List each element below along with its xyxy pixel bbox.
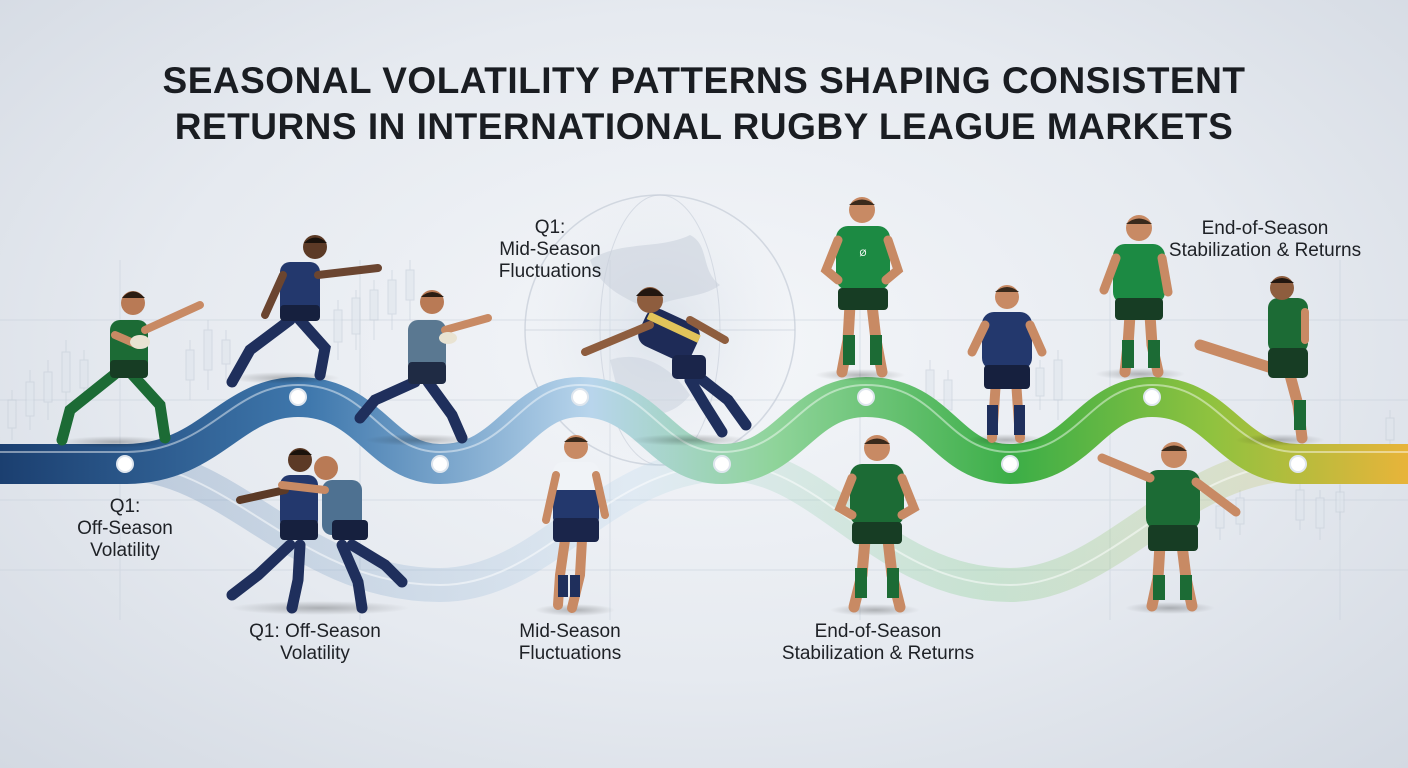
label-line: End-of-Season	[1201, 218, 1329, 239]
rugby-player-icon	[1095, 215, 1185, 380]
label-mid-season-upper: Q1: Mid-Season Fluctuations	[480, 217, 620, 283]
milestone-nodes	[116, 388, 1307, 473]
rugby-player-icon	[581, 287, 752, 446]
rugby-ball-icon	[439, 332, 457, 344]
label-line: Volatility	[280, 643, 350, 664]
label-line: Fluctuations	[498, 261, 602, 282]
node-4	[571, 388, 589, 406]
rugby-player-icon	[354, 290, 492, 446]
label-end-season-lower: End-of-Season Stabilization & Returns	[762, 621, 994, 665]
label-line: Mid-Season	[499, 239, 601, 260]
node-5	[713, 455, 731, 473]
label-end-season-upper: End-of-Season Stabilization & Returns	[1150, 218, 1380, 262]
rugby-player-icon	[1097, 442, 1241, 614]
rugby-player-icon	[535, 435, 615, 616]
label-line: Fluctuations	[518, 643, 622, 664]
rugby-player-icon	[1194, 276, 1325, 446]
rugby-player-icon	[226, 235, 382, 388]
label-line: Stabilization & Returns	[1168, 240, 1362, 261]
label-line: Stabilization & Returns	[781, 643, 975, 664]
title-line-1: SEASONAL VOLATILITY PATTERNS SHAPING CON…	[162, 60, 1246, 101]
label-line: Q1:	[534, 217, 566, 238]
node-6	[857, 388, 875, 406]
node-3	[431, 455, 449, 473]
rugby-ball-icon	[130, 335, 150, 349]
page-title: SEASONAL VOLATILITY PATTERNS SHAPING CON…	[0, 58, 1408, 150]
label-line: Volatility	[90, 540, 160, 561]
rugby-player-icon	[56, 291, 204, 448]
rugby-player-icon	[966, 285, 1047, 446]
label-off-season-lower: Q1: Off-Season Volatility	[215, 621, 415, 665]
rugby-player-icon: Ø	[815, 197, 905, 381]
node-8	[1143, 388, 1161, 406]
node-1	[116, 455, 134, 473]
rugby-player-icon	[830, 435, 920, 616]
node-7	[1001, 455, 1019, 473]
node-9	[1289, 455, 1307, 473]
label-line: Q1: Off-Season	[249, 621, 381, 642]
label-line: Off-Season	[77, 518, 173, 539]
label-mid-season-lower: Mid-Season Fluctuations	[490, 621, 650, 665]
title-line-2: RETURNS IN INTERNATIONAL RUGBY LEAGUE MA…	[174, 106, 1234, 147]
label-line: Q1:	[109, 496, 141, 517]
svg-text:Ø: Ø	[859, 248, 866, 258]
label-line: End-of-Season	[814, 621, 942, 642]
candlestick-icon	[7, 260, 1395, 540]
node-2	[289, 388, 307, 406]
rugby-player-icon	[278, 456, 408, 614]
label-off-season-upper: Q1: Off-Season Volatility	[50, 496, 200, 562]
label-line: Mid-Season	[519, 621, 621, 642]
